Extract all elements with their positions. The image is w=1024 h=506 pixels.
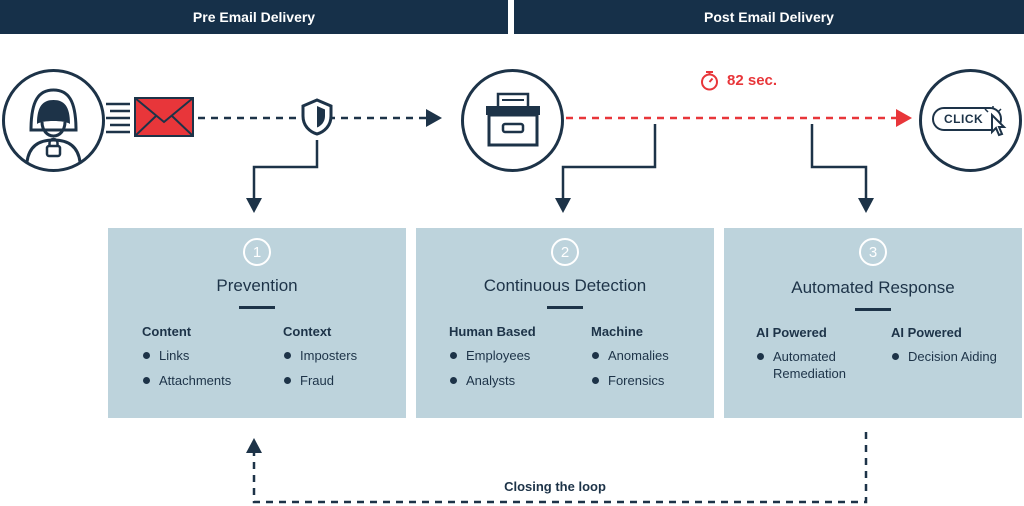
card-column: AI Powered Decision Aiding: [891, 325, 997, 373]
closing-loop-label: Closing the loop: [504, 479, 606, 494]
automated-response-card: 3 Automated Response AI Powered Automate…: [724, 228, 1022, 418]
click-label: CLICK: [944, 112, 984, 126]
list-item: Fraud: [283, 372, 357, 389]
list-item: Forensics: [591, 372, 669, 389]
list-item: Attachments: [142, 372, 231, 389]
closing-loop-arrowhead: [246, 438, 262, 453]
list-item: Analysts: [449, 372, 536, 389]
card-title: Continuous Detection: [483, 276, 647, 295]
prevention-card: 1 Prevention Content Links Attachments C…: [108, 228, 406, 418]
list-item: Anomalies: [591, 347, 669, 364]
prevention-connector: [252, 140, 319, 202]
pre-delivery-label: Pre Email Delivery: [192, 9, 316, 25]
stopwatch-icon: [701, 71, 718, 91]
card-column: Content Links Attachments: [142, 324, 231, 397]
card-column: Machine Anomalies Forensics: [591, 324, 669, 397]
closing-loop-line: [252, 432, 868, 504]
step-number: 1: [243, 238, 271, 266]
step-number: 2: [551, 238, 579, 266]
post-delivery-header: Post Email Delivery: [514, 0, 1024, 34]
card-column: AI Powered Automated Remediation: [756, 325, 886, 390]
response-arrowhead: [858, 198, 874, 213]
post-delivery-label: Post Email Delivery: [704, 9, 834, 25]
card-column: Context Imposters Fraud: [283, 324, 357, 397]
list-item: Links: [142, 347, 231, 364]
timer-text: 82 sec.: [727, 72, 778, 89]
title-underline: [855, 308, 891, 311]
detection-arrowhead: [555, 198, 571, 213]
column-heading: Content: [142, 324, 192, 339]
column-heading: Context: [283, 324, 332, 339]
inbox-arrowhead: [426, 109, 442, 127]
prevention-arrowhead: [246, 198, 262, 213]
list-item: Employees: [449, 347, 536, 364]
email-envelope-icon: [106, 97, 194, 137]
column-heading: AI Powered: [756, 325, 827, 340]
response-connector: [810, 124, 868, 202]
continuous-detection-card: 2 Continuous Detection Human Based Emplo…: [416, 228, 714, 418]
click-button: CLICK: [932, 107, 1002, 131]
list-item: Imposters: [283, 347, 357, 364]
shield-icon: [301, 98, 333, 136]
detection-connector: [561, 124, 657, 202]
column-heading: Machine: [591, 324, 644, 339]
response-timer: 82 sec.: [700, 70, 777, 91]
pre-delivery-header: Pre Email Delivery: [0, 0, 508, 34]
click-arrowhead: [896, 109, 912, 127]
step-number: 3: [859, 238, 887, 266]
list-item: Automated Remediation: [756, 348, 863, 382]
column-heading: AI Powered: [891, 325, 962, 340]
card-title: Prevention: [216, 276, 298, 295]
cursor-icon: [984, 106, 1007, 137]
click-action-icon: CLICK: [919, 69, 1022, 172]
attacker-icon: [2, 69, 105, 172]
list-item: Decision Aiding: [891, 348, 997, 365]
title-underline: [547, 306, 583, 309]
card-title: Automated Response: [791, 278, 955, 297]
inbox-icon: [461, 69, 564, 172]
card-column: Human Based Employees Analysts: [449, 324, 536, 397]
title-underline: [239, 306, 275, 309]
column-heading: Human Based: [449, 324, 536, 339]
